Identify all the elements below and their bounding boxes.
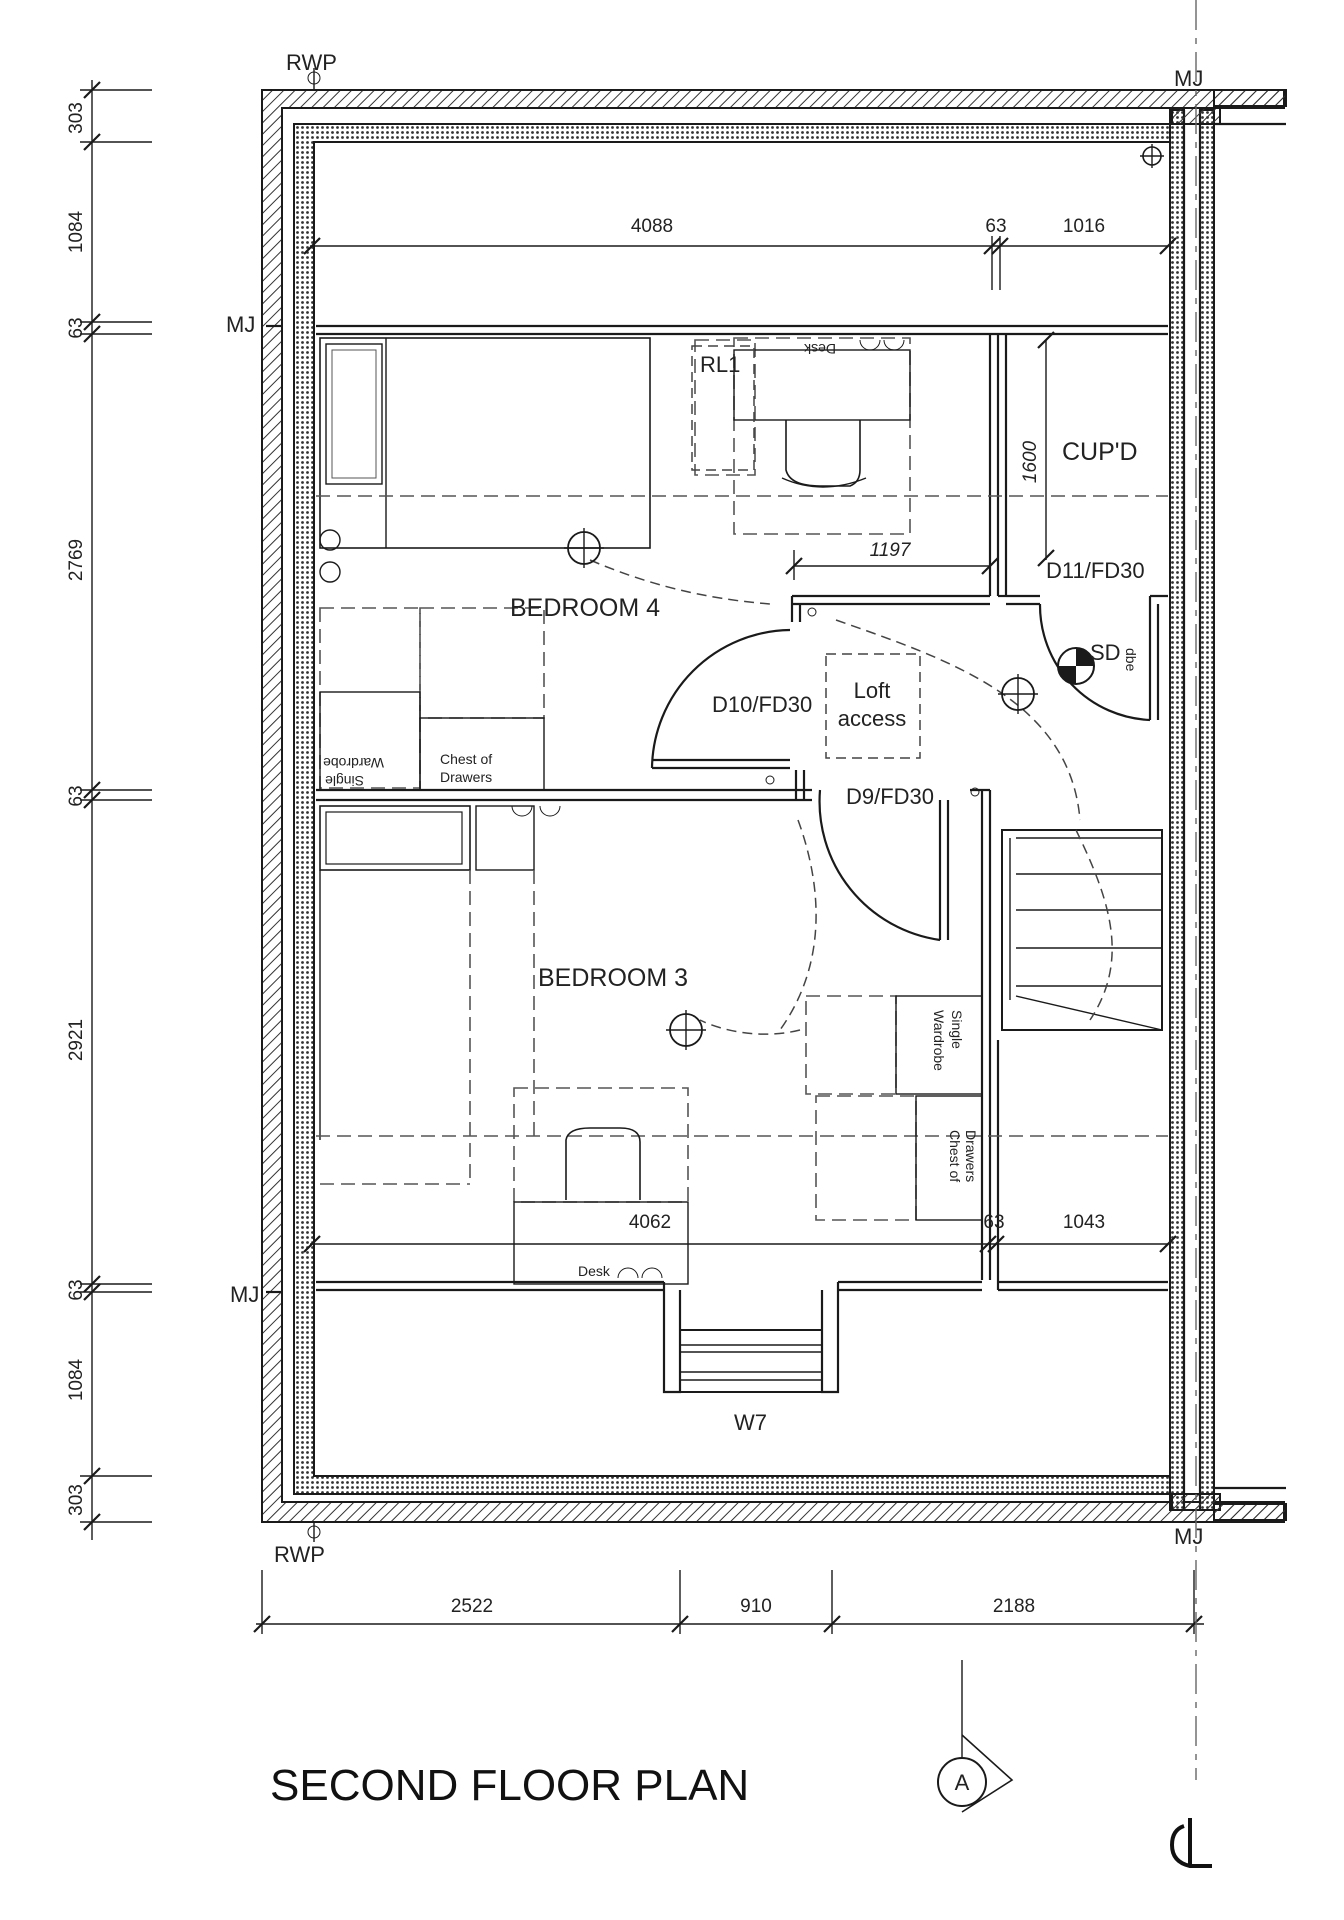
rl1-outline (691, 345, 755, 471)
room-label-bedroom-4: BEDROOM 4 (510, 594, 660, 622)
single-wardrobe-label-2: Wardrobe (323, 755, 384, 771)
smoke-detector-symbol (1057, 647, 1095, 685)
dimension-lines (80, 80, 1204, 1634)
mj-label-left-upper: MJ (226, 312, 255, 337)
rwp-symbol-bottom (307, 1522, 321, 1542)
dim-left-4: 2769 (66, 539, 87, 581)
dim-left-7: 63 (66, 1279, 87, 1300)
dim-left-9: 303 (66, 1484, 87, 1516)
door-label-d9: D9/FD30 (846, 784, 934, 809)
text-labels: RWP RWP MJ MJ MJ MJ 303 1084 63 2769 63 … (66, 50, 1203, 1810)
light-point-landing (998, 674, 1038, 714)
door-label-d10: D10/FD30 (712, 692, 812, 717)
dim-top-3: 1016 (1063, 216, 1105, 237)
rwp-label-bottom: RWP (274, 1542, 325, 1567)
external-walls (261, 89, 1287, 1523)
single-wardrobe-label-3: Single (949, 1010, 965, 1049)
dbe-label: dbe (1123, 648, 1139, 672)
chest-of-drawers-label-3: Chest of (947, 1130, 963, 1182)
chest-of-drawers-label-1: Chest of (440, 751, 492, 767)
desk-label: Desk (578, 1263, 611, 1279)
dim-left-3: 63 (66, 317, 87, 338)
dim-left-6: 2921 (66, 1019, 87, 1061)
desk-label-rotated: Desk (803, 341, 836, 357)
dim-top-2: 63 (985, 216, 1006, 237)
furniture-layout (316, 337, 1168, 1285)
dim-top-1: 4088 (631, 216, 673, 237)
single-wardrobe-label-4: Wardrobe (931, 1010, 947, 1071)
chest-of-drawers-label-4: Drawers (963, 1130, 979, 1182)
dim-lower-3: 1043 (1063, 1212, 1105, 1233)
light-fittings (307, 68, 1164, 1542)
single-wardrobe-label-1: Single (325, 773, 364, 789)
section-marker-label: A (955, 1770, 970, 1795)
room-label-bedroom-3: BEDROOM 3 (538, 964, 688, 992)
smoke-detector-label: SD (1090, 640, 1121, 665)
section-marker-circle (937, 1757, 987, 1807)
dim-left-8: 1084 (66, 1358, 87, 1401)
light-point-eaves (1140, 144, 1164, 168)
loft-access-hatch (825, 653, 921, 759)
mj-label-top-right: MJ (1174, 66, 1203, 91)
staircase (1001, 829, 1163, 1031)
dim-lower-2: 63 (983, 1212, 1004, 1233)
dim-1197: 1197 (870, 540, 912, 561)
window-label-w7: W7 (734, 1410, 767, 1435)
room-label-cupboard: CUP'D (1062, 438, 1138, 466)
dim-left-1: 303 (66, 102, 87, 134)
dim-bottom-3: 2188 (993, 1596, 1035, 1617)
mj-label-left-lower: MJ (230, 1282, 259, 1307)
loft-access-label-2: access (838, 706, 906, 731)
plan-title: SECOND FLOOR PLAN (270, 1761, 749, 1810)
door-swings (650, 603, 1151, 942)
door-label-d11: D11/FD30 (1046, 558, 1145, 583)
dim-bottom-1: 2522 (451, 1596, 493, 1617)
dim-left-2: 1084 (66, 210, 87, 253)
dim-cupboard: 1600 (1020, 440, 1041, 483)
mj-label-bottom-right: MJ (1174, 1524, 1203, 1549)
light-point-bedroom3 (666, 1010, 706, 1050)
chest-of-drawers-label-2: Drawers (440, 769, 492, 785)
loft-access-label-1: Loft (854, 678, 891, 703)
dim-bottom-2: 910 (740, 1596, 772, 1617)
light-point-bedroom4 (564, 528, 604, 568)
centerline-and-section (937, 0, 1212, 1868)
rl1-label: RL1 (700, 352, 740, 377)
rwp-symbol-top (307, 68, 321, 90)
internal-walls (316, 324, 1168, 1394)
rwp-label-top: RWP (286, 50, 337, 75)
dim-left-5: 63 (66, 785, 87, 806)
dim-lower-1: 4062 (629, 1212, 671, 1233)
